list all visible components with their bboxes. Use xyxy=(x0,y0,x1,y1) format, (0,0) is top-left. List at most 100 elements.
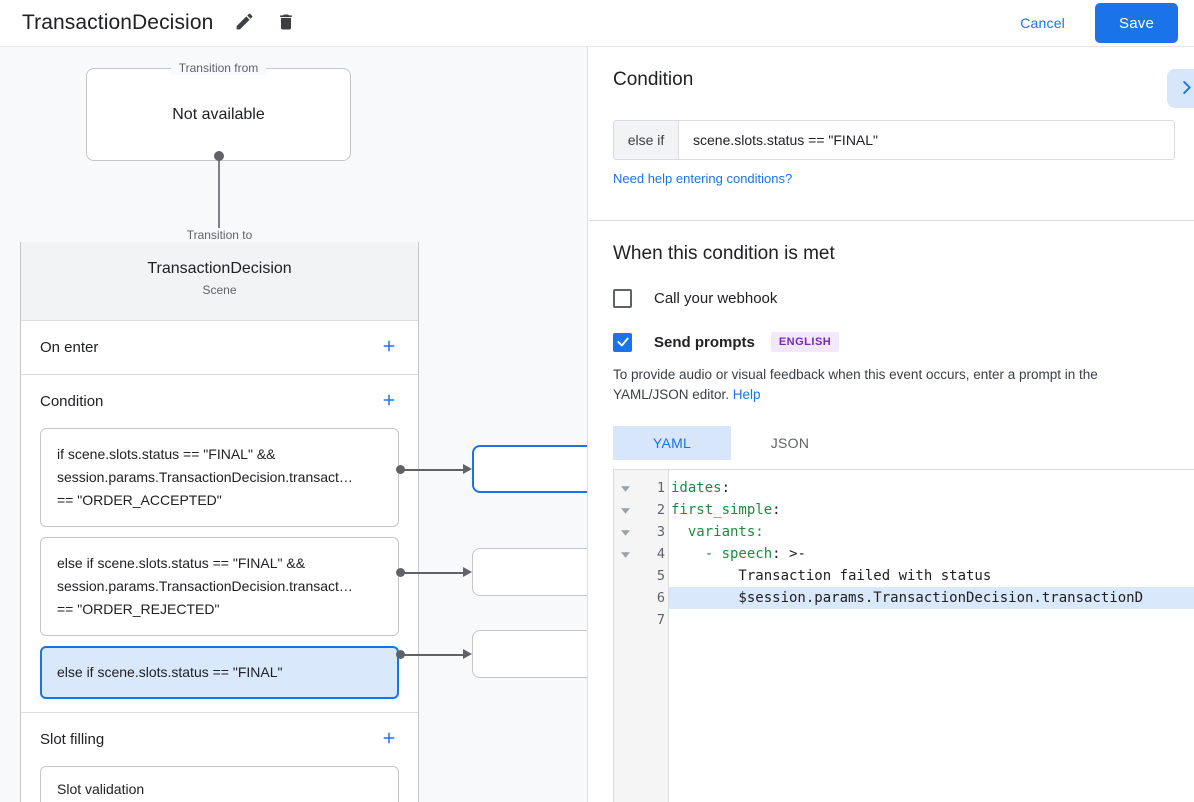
expand-panel-button[interactable] xyxy=(1167,69,1194,108)
edge-arrowhead xyxy=(463,567,472,577)
scene-type: Scene xyxy=(202,283,237,297)
code-line: first_simple: xyxy=(671,502,781,518)
slot-filling-list: Slot validation xyxy=(21,766,418,802)
section-title-condition: Condition xyxy=(40,393,104,410)
editor-format-tabs: YAML JSON xyxy=(613,426,1194,460)
line-number: 2 xyxy=(656,502,665,518)
send-prompts-checkbox[interactable] xyxy=(613,332,632,352)
delete-button[interactable] xyxy=(271,8,301,38)
code-line: idates: xyxy=(671,480,731,496)
condition-list: if scene.slots.status == "FINAL" && sess… xyxy=(21,428,418,712)
line-number: 1 xyxy=(656,480,665,496)
page-title: TransactionDecision xyxy=(22,11,214,34)
code-line-numbers: 1 2 3 4 5 6 7 xyxy=(636,470,669,802)
condition-line: if scene.slots.status == "FINAL" && xyxy=(57,446,276,462)
transition-from-value: Not available xyxy=(172,105,265,123)
scene-name: TransactionDecision xyxy=(147,260,292,277)
language-badge: ENGLISH xyxy=(770,332,840,352)
section-title-on-enter: On enter xyxy=(40,339,99,356)
when-condition-met-section: When this condition is met Call your web… xyxy=(589,221,1194,802)
section-condition: Condition if scene.slots.status == "FINA… xyxy=(21,375,418,713)
transition-from-legend: Transition from xyxy=(170,61,267,75)
pencil-icon xyxy=(234,11,255,35)
edge-arrowhead xyxy=(463,464,472,474)
transition-from-card: Transition from Not available xyxy=(86,61,351,161)
line-number: 7 xyxy=(656,612,665,628)
edge-line xyxy=(401,654,465,656)
transition-target-node-selected[interactable] xyxy=(472,445,587,493)
tab-yaml[interactable]: YAML xyxy=(613,426,731,460)
line-number: 3 xyxy=(656,524,665,540)
condition-list-item-selected[interactable]: else if scene.slots.status == "FINAL" xyxy=(40,646,399,699)
code-line-highlighted: $session.params.TransactionDecision.tran… xyxy=(669,587,1194,609)
prompt-help-link[interactable]: Help xyxy=(732,387,761,402)
topbar-actions: Cancel Save xyxy=(1004,3,1194,43)
edge-line xyxy=(401,572,465,574)
condition-input[interactable] xyxy=(679,121,1174,159)
condition-line: session.params.TransactionDecision.trans… xyxy=(57,469,353,485)
chevron-right-icon xyxy=(1177,78,1194,100)
trash-icon xyxy=(276,12,296,35)
fold-arrow-icon[interactable] xyxy=(614,477,636,499)
section-slot-filling: Slot filling Slot validation xyxy=(21,713,418,802)
code-content[interactable]: idates: first_simple: variants: - speech… xyxy=(669,470,1194,802)
yaml-code-editor[interactable]: 1 2 3 4 5 6 7 idates: first_simple: vari… xyxy=(613,469,1194,802)
code-line: Transaction failed with status xyxy=(671,568,992,584)
condition-prefix-label: else if xyxy=(614,121,679,159)
code-line xyxy=(669,609,1194,631)
edge-arrowhead xyxy=(463,649,472,659)
line-number: 6 xyxy=(656,590,665,606)
when-condition-met-heading: When this condition is met xyxy=(613,243,835,264)
condition-editor-section: Condition else if Need help entering con… xyxy=(589,47,1194,221)
section-on-enter: On enter xyxy=(21,321,418,375)
edit-name-button[interactable] xyxy=(229,8,259,38)
call-webhook-checkbox[interactable] xyxy=(613,289,632,308)
transition-target-node[interactable] xyxy=(472,548,587,596)
condition-input-row: else if xyxy=(613,120,1175,160)
edge-line xyxy=(401,469,465,471)
line-number: 5 xyxy=(656,568,665,584)
cancel-button[interactable]: Cancel xyxy=(1004,6,1081,40)
scene-graph-canvas: Transition from Not available Transition… xyxy=(0,46,588,802)
transition-target-node[interactable] xyxy=(472,630,587,678)
send-prompts-row: Send prompts ENGLISH xyxy=(613,332,1194,352)
edge-dot xyxy=(396,465,405,474)
fold-arrow-icon[interactable] xyxy=(614,521,636,543)
condition-line: == "ORDER_REJECTED" xyxy=(57,601,220,617)
code-line: - speech: >- xyxy=(671,546,806,562)
add-on-enter-button[interactable] xyxy=(378,337,400,359)
send-prompts-label: Send prompts xyxy=(654,333,755,351)
tab-json[interactable]: JSON xyxy=(731,426,849,460)
add-condition-button[interactable] xyxy=(378,391,400,413)
condition-line: else if scene.slots.status == "FINAL" xyxy=(57,664,283,680)
condition-line: session.params.TransactionDecision.trans… xyxy=(57,578,353,594)
edge-dot xyxy=(396,650,405,659)
plus-icon xyxy=(380,729,398,750)
condition-line: else if scene.slots.status == "FINAL" && xyxy=(57,555,306,571)
top-app-bar: TransactionDecision Cancel Save xyxy=(0,0,1194,46)
condition-list-item[interactable]: else if scene.slots.status == "FINAL" &&… xyxy=(40,537,399,636)
scene-header[interactable]: TransactionDecision Scene xyxy=(21,237,418,321)
transition-to-legend: Transition to xyxy=(20,228,419,242)
section-title-slot-filling: Slot filling xyxy=(40,731,105,748)
save-button[interactable]: Save xyxy=(1095,3,1178,43)
prompt-description: To provide audio or visual feedback when… xyxy=(613,365,1173,405)
line-number: 4 xyxy=(656,546,665,562)
add-slot-filling-button[interactable] xyxy=(378,729,400,751)
call-webhook-label: Call your webhook xyxy=(654,290,778,307)
transition-to-card: TransactionDecision Scene On enter Condi… xyxy=(20,236,419,802)
condition-help-link[interactable]: Need help entering conditions? xyxy=(613,171,793,186)
slot-validation-item[interactable]: Slot validation xyxy=(40,766,399,802)
condition-list-item[interactable]: if scene.slots.status == "FINAL" && sess… xyxy=(40,428,399,527)
condition-line: == "ORDER_ACCEPTED" xyxy=(57,492,222,508)
code-line: variants: xyxy=(671,524,764,540)
plus-icon xyxy=(380,391,398,412)
prompt-description-text: To provide audio or visual feedback when… xyxy=(613,367,1098,402)
fold-arrow-icon[interactable] xyxy=(614,543,636,565)
fold-arrow-icon[interactable] xyxy=(614,499,636,521)
condition-detail-panel: Condition else if Need help entering con… xyxy=(589,46,1194,802)
edge-dot xyxy=(396,568,405,577)
condition-heading: Condition xyxy=(613,69,694,90)
plus-icon xyxy=(380,337,398,358)
code-fold-gutter xyxy=(614,470,636,802)
